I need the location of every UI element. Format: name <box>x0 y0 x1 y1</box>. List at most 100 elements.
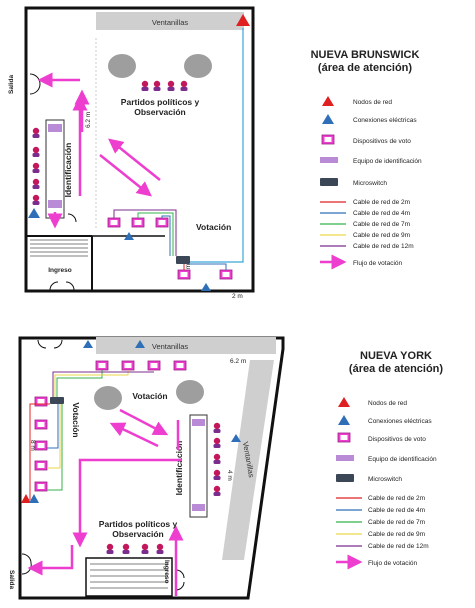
ny-subtitle: (área de atención) <box>349 363 443 375</box>
ny-ventanillas-right-counter <box>222 360 274 560</box>
ny-votacion-left-label: Votación <box>71 402 81 437</box>
nb-round-table <box>108 54 136 78</box>
legend-id-equipment-icon <box>320 157 338 163</box>
ny-partidos-label: Partidos políticos y <box>99 519 178 529</box>
nb-dim-2: 2 m <box>232 293 243 300</box>
ny-identification-table <box>189 414 208 518</box>
nb-observers <box>141 80 188 91</box>
nb-ingreso-label: Ingreso <box>48 267 72 274</box>
nb-cable-4m <box>161 215 171 256</box>
nb-flow-arrows <box>37 72 161 229</box>
ny-cable-7m <box>56 370 103 397</box>
nb-electric-outlet <box>124 232 134 240</box>
legend-item: Dispositivos de voto <box>368 436 426 443</box>
nb-id-staff <box>32 127 40 205</box>
legend-item: Flujo de votación <box>353 260 403 267</box>
legend-item: Cable de red de 7m <box>368 519 425 526</box>
legend-item: Equipo de identificación <box>368 456 437 463</box>
legend-item: Microswitch <box>368 476 402 483</box>
legend-item: Cable de red de 9m <box>353 232 410 239</box>
nb-id-equipment <box>48 200 62 208</box>
nb-title: NUEVA BRUNSWICK <box>311 49 420 61</box>
legend-microswitch-icon <box>320 178 338 186</box>
legend-microswitch-icon <box>336 474 354 482</box>
ny-dim-8: 8 m <box>29 440 36 451</box>
ny-dim-62: 6.2 m <box>230 358 246 365</box>
ny-cable-2m <box>29 403 50 500</box>
nb-round-table <box>184 54 212 78</box>
ny-floorplan: Ventanillas Ventanillas Salida Votación <box>8 336 285 600</box>
nb-outer-wall <box>24 6 255 293</box>
ny-cable-9m-b <box>47 404 61 469</box>
legend-vote-device-icon <box>321 134 335 145</box>
ny-votacion-center-label: Votación <box>132 391 167 401</box>
ny-id-equipment <box>192 419 205 426</box>
ny-id-equipment <box>192 504 205 511</box>
nb-dim-62: 6.2 m <box>85 112 92 128</box>
nb-cable-7m <box>137 212 174 256</box>
ny-flow-arrows <box>27 408 184 596</box>
ny-ventanillas-top-label: Ventanillas <box>152 342 189 351</box>
nb-door-salida <box>29 73 41 95</box>
legend-item: Conexiones eléctricas <box>353 117 417 124</box>
nb-legend: NUEVA BRUNSWICK (área de atención) Nodos… <box>311 49 422 270</box>
nb-partidos-label: Partidos políticos y <box>121 97 200 107</box>
legend-id-equipment-icon <box>336 455 354 461</box>
ny-round-table <box>176 380 204 404</box>
legend-item: Cable de red de 4m <box>353 210 410 217</box>
ny-entry-stairs <box>90 563 168 589</box>
ny-salida-label: Salida <box>8 570 15 590</box>
ny-door-salida <box>21 553 32 575</box>
legend-electric-icon <box>338 415 350 425</box>
nb-partidos-label-2: Observación <box>134 107 186 117</box>
legend-item: Equipo de identificación <box>353 158 422 165</box>
nb-floorplan: Ventanillas Ingreso Salida Id <box>8 6 255 300</box>
nb-ventanillas-label: Ventanillas <box>152 18 189 27</box>
ny-partidos-label-2: Observación <box>112 529 164 539</box>
legend-item: Cable de red de 12m <box>353 243 414 250</box>
nb-cable-4m-b <box>190 263 227 270</box>
legend-item: Conexiones eléctricas <box>368 418 432 425</box>
ny-network-node <box>21 494 31 503</box>
nb-subtitle: (área de atención) <box>318 62 412 74</box>
nb-microswitch <box>176 256 190 264</box>
legend-item: Cable de red de 9m <box>368 531 425 538</box>
ny-vote-devices-top <box>95 360 187 371</box>
nb-ventanillas-counter <box>96 12 244 30</box>
ny-dim-4: 4 m <box>226 470 233 481</box>
legend-item: Cable de red de 4m <box>368 507 425 514</box>
legend-item: Cable de red de 12m <box>368 543 429 550</box>
nb-cable-12m <box>113 209 177 256</box>
nb-electric-outlet <box>201 283 211 291</box>
legend-item: Nodos de red <box>353 99 392 106</box>
ny-round-table <box>94 386 122 410</box>
nb-cable-main <box>186 28 244 263</box>
ny-door-top <box>37 339 63 349</box>
legend-item: Microswitch <box>353 180 387 187</box>
ny-cable-12m <box>52 371 154 397</box>
ny-observers <box>106 543 164 554</box>
ny-id-staff <box>213 422 221 496</box>
legend-item: Flujo de votación <box>368 560 418 567</box>
nb-network-node <box>236 14 250 26</box>
legend-item: Cable de red de 7m <box>353 221 410 228</box>
legend-network-node-icon <box>322 96 334 106</box>
ny-ingreso-label: Ingreso <box>163 560 170 584</box>
legend-item: Cable de red de 2m <box>368 495 425 502</box>
legend-item: Dispositivos de voto <box>353 138 411 145</box>
nb-id-equipment <box>48 124 62 132</box>
ny-cable-7m-b <box>47 404 63 491</box>
legend-electric-icon <box>322 114 334 124</box>
ny-electric-outlet <box>135 340 145 348</box>
legend-network-node-icon <box>338 397 350 407</box>
ny-identificacion-label: Identificación <box>174 441 184 496</box>
ny-title: NUEVA YORK <box>360 350 432 362</box>
nb-electric-outlet <box>28 208 40 218</box>
legend-item: Nodos de red <box>368 400 407 407</box>
nb-identificacion-label: Identificación <box>63 143 73 198</box>
ny-legend: NUEVA YORK (área de atención) Nodos de r… <box>336 350 443 570</box>
ny-cable-4m <box>47 404 59 449</box>
nb-salida-label: Salida <box>8 74 15 94</box>
ny-ventanillas-top-counter <box>96 337 276 354</box>
